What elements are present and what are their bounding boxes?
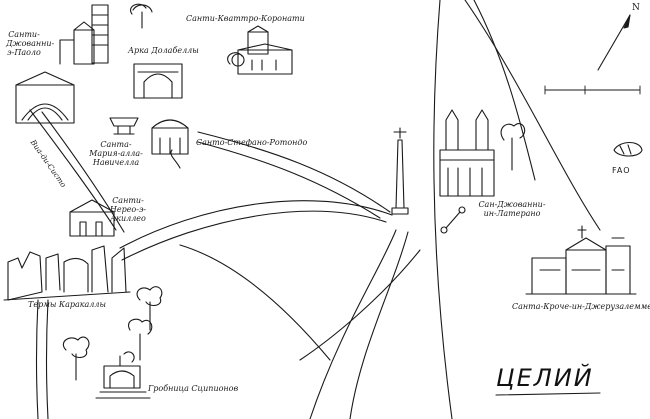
bone-symbol [440,206,466,234]
label-santa-maria-navicella: Санта-Мария-алла-Навичелла [89,140,143,167]
navicella-drawing [109,117,139,135]
label-fao: FAO [612,166,631,175]
label-santi-nereo-e-achilleo: Санти-Нерео-э-Акиллео [109,196,147,223]
terme-di-caracalla-drawing [3,245,131,301]
arco-di-dolabella-drawing [132,4,183,99]
obelisk-drawing [391,127,409,215]
santi-nereo-e-achilleo-drawing [69,199,115,237]
region-title: ЦЕЛИЙ [496,364,594,392]
label-santa-croce-in-gerusalemme: Санта-Кроче-ин-Джерузалемме [512,302,650,311]
tomba-degli-scipioni-drawing [95,351,151,399]
label-tomba-degli-scipioni: Гробница Сципионов [148,384,239,393]
trees-caracalla [62,286,163,381]
title-underline [495,392,601,396]
compass [597,14,631,71]
label-arco-di-dolabella: Арка Долабеллы [128,46,199,55]
scale-bar [544,85,641,95]
road-network [29,0,601,419]
san-giovanni-in-laterano-drawing [439,109,526,197]
trees-top [130,3,243,65]
santi-quattro-coronati-drawing [231,25,293,75]
label-san-giovanni-in-laterano: Сан-Джованни-ин-Латерано [478,200,546,218]
santi-giovanni-e-paolo-drawing [15,4,109,124]
bread-symbol [613,141,643,157]
santo-stefano-rotondo-drawing [151,119,189,169]
label-terme-di-caracalla: Термы Каракаллы [28,300,106,309]
label-santo-stefano-rotondo: Санто-Стефано-Ротондо [196,138,308,147]
santa-croce-in-gerusalemme-drawing [525,225,637,295]
label-santi-quattro-coronati: Санти-Кваттро-Коронати [186,14,305,23]
label-santi-giovanni-e-paolo: Санти-Джованни-э-Паоло [6,30,55,57]
compass-letter: N [632,3,640,13]
